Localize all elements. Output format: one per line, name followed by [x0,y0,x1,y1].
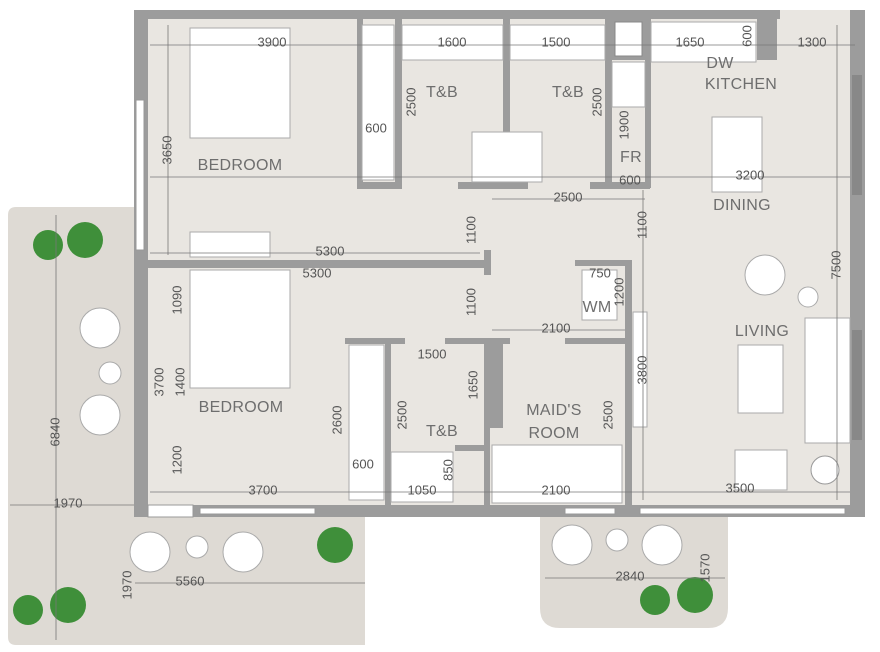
dim: 5560 [176,573,205,588]
dim: 5300 [303,265,332,280]
dim: 1970 [54,495,83,510]
dim: 3700 [151,368,166,397]
dim: 3650 [159,136,174,165]
coffee-table [737,344,784,414]
dim: 7500 [828,251,843,280]
dimension-labels: 3900 1600 1500 1650 600 1300 2500 2500 6… [47,25,843,599]
kitchen-counter [650,21,757,63]
dim: 1570 [697,554,712,583]
room-bedroom-2: BEDROOM [199,399,284,416]
furniture [79,21,851,573]
dim: 1400 [172,368,187,397]
room-bedroom-1: BEDROOM [198,157,283,174]
dim: 1300 [798,34,827,49]
room-tb-3: T&B [426,423,458,440]
armchair [744,254,786,296]
label-dw: DW [706,55,734,72]
dim: 1650 [465,371,480,400]
dim: 3700 [249,482,278,497]
dim: 1600 [438,34,467,49]
dim: 5300 [316,243,345,258]
shower-2 [509,24,606,61]
dim: 2500 [589,88,604,117]
room-living: LIVING [735,323,789,340]
exterior-walls [134,10,865,518]
dim: 750 [589,265,611,280]
bed-1 [189,27,291,139]
dim: 2500 [554,189,583,204]
dim: 3900 [258,34,287,49]
dim: 1970 [119,571,134,600]
room-maids: MAID'S [526,402,582,419]
dim: 1900 [616,111,631,140]
plants [13,222,840,625]
dim: 1500 [542,34,571,49]
dim: 2500 [394,401,409,430]
room-maids-2: ROOM [529,425,580,442]
dim: 3500 [726,480,755,495]
dim: 1500 [418,346,447,361]
dim: 2100 [542,482,571,497]
room-labels: BEDROOM BEDROOM T&B T&B T&B KITCHEN DINI… [198,55,789,442]
vanity [471,131,543,183]
room-tb-2: T&B [552,84,584,101]
dim: 2840 [616,568,645,583]
room-tb-1: T&B [426,84,458,101]
wardrobe-1 [361,24,395,181]
dim: 1100 [463,288,478,316]
dim: 2600 [329,406,344,435]
dim: 600 [365,120,387,135]
stove [611,61,646,108]
dim: 1050 [408,482,437,497]
dim: 600 [352,456,374,471]
maid-bed [491,444,623,504]
shower-3 [390,451,454,503]
bed-2 [189,269,291,389]
dim: 6840 [47,418,62,447]
label-fr: FR [620,149,642,166]
dim: 3200 [736,167,765,182]
dim: 1090 [169,286,184,315]
dim: 600 [619,172,641,187]
room-dining: DINING [713,197,771,214]
dim: 1100 [634,211,649,239]
dim: 2500 [600,401,615,430]
dim: 2100 [542,320,571,335]
dim: 1100 [463,216,478,244]
interior-walls [148,18,777,510]
dim: 1650 [676,34,705,49]
wardrobe-2 [348,344,385,501]
room-kitchen: KITCHEN [705,76,777,93]
label-wm: WM [582,299,611,316]
dim: 3800 [634,356,649,385]
dimension-lines [10,25,855,640]
dim: 600 [739,25,754,47]
dim: 2500 [403,88,418,117]
dim: 1200 [611,278,626,307]
dim: 850 [440,459,455,481]
dining-table [711,116,763,193]
dim: 1200 [169,446,184,475]
shower-1 [401,24,504,61]
sofa [804,317,851,444]
tv-unit [632,311,648,428]
wm-unit [581,269,618,321]
